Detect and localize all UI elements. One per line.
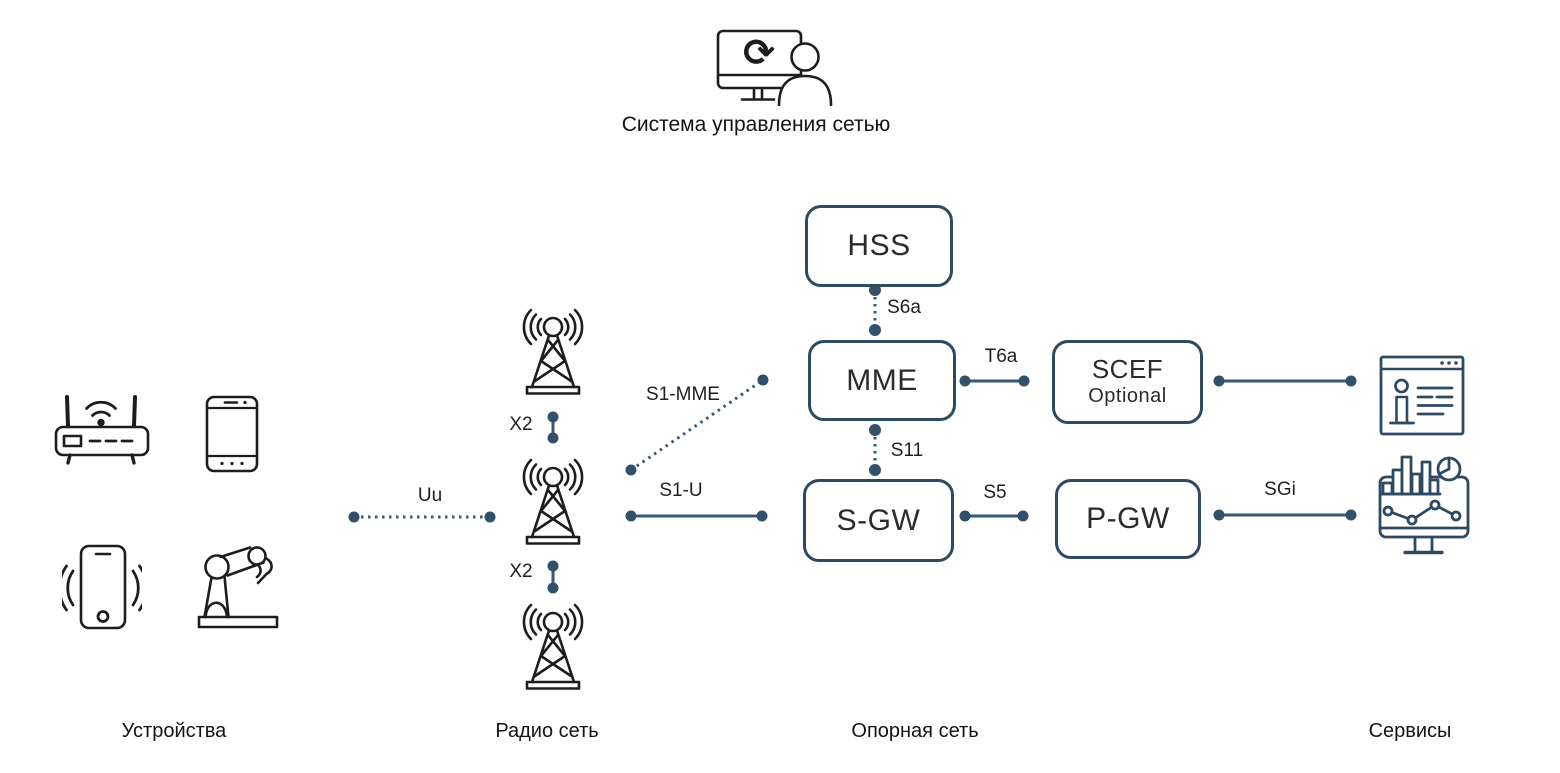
- link-sgi: [1213, 509, 1357, 521]
- link-label-s6a: S6a: [887, 297, 921, 318]
- link-label-s1-u: S1-U: [659, 480, 703, 501]
- hss-box: HSS: [805, 205, 953, 287]
- monitor-sync-with-person-icon: ⟳: [716, 29, 833, 106]
- section-label-core: Опорная сеть: [851, 720, 979, 742]
- link-label-x2-lower: X2: [509, 561, 533, 582]
- link-x2-upper: [547, 411, 559, 444]
- scef-box: SCEF Optional: [1052, 340, 1203, 424]
- cell-tower-icon: [522, 603, 584, 690]
- link-label-s5: S5: [983, 482, 1007, 503]
- link-label-sgi: SGi: [1264, 479, 1296, 500]
- link-x2-lower: [547, 560, 559, 594]
- link-scef-service: [1213, 375, 1357, 387]
- link-s11: [869, 424, 881, 476]
- robot-arm-icon: [197, 546, 279, 629]
- link-t6a: [959, 375, 1030, 387]
- link-s1-u: [625, 510, 768, 522]
- link-label-s11: S11: [890, 440, 924, 461]
- cell-tower-icon: [522, 308, 584, 395]
- mme-box: MME: [808, 340, 956, 421]
- management-system-label: Система управления сетью: [621, 113, 891, 136]
- sgw-box: S-GW: [803, 479, 954, 562]
- link-label-s1-mme: S1-MME: [646, 384, 720, 405]
- scef-label: SCEF: [1091, 354, 1164, 385]
- hss-label: HSS: [847, 229, 911, 263]
- section-label-radio: Радио сеть: [495, 720, 599, 742]
- vibrating-smartphone-icon: [62, 544, 142, 630]
- link-label-x2-upper: X2: [509, 414, 533, 435]
- link-s6a: [869, 284, 881, 336]
- link-label-t6a: T6a: [984, 346, 1018, 367]
- link-label-uu: Uu: [417, 485, 443, 506]
- tablet-icon: [205, 395, 259, 473]
- analytics-dashboard-monitor-icon: [1378, 455, 1470, 555]
- pgw-box: P-GW: [1055, 479, 1201, 559]
- section-label-devices: Устройства: [121, 720, 227, 742]
- link-uu: [348, 511, 496, 523]
- sgw-label: S-GW: [836, 503, 921, 537]
- pgw-label: P-GW: [1086, 502, 1170, 536]
- link-s5: [959, 510, 1029, 522]
- scef-optional-label: Optional: [1088, 384, 1167, 407]
- info-browser-window-icon: [1379, 355, 1465, 436]
- mme-label: MME: [846, 363, 918, 397]
- section-label-services: Сервисы: [1368, 720, 1452, 742]
- wifi-router-icon: [54, 395, 150, 465]
- cell-tower-icon: [522, 458, 584, 545]
- svg-text:⟳: ⟳: [743, 31, 775, 75]
- link-s1-mme: [625, 374, 769, 476]
